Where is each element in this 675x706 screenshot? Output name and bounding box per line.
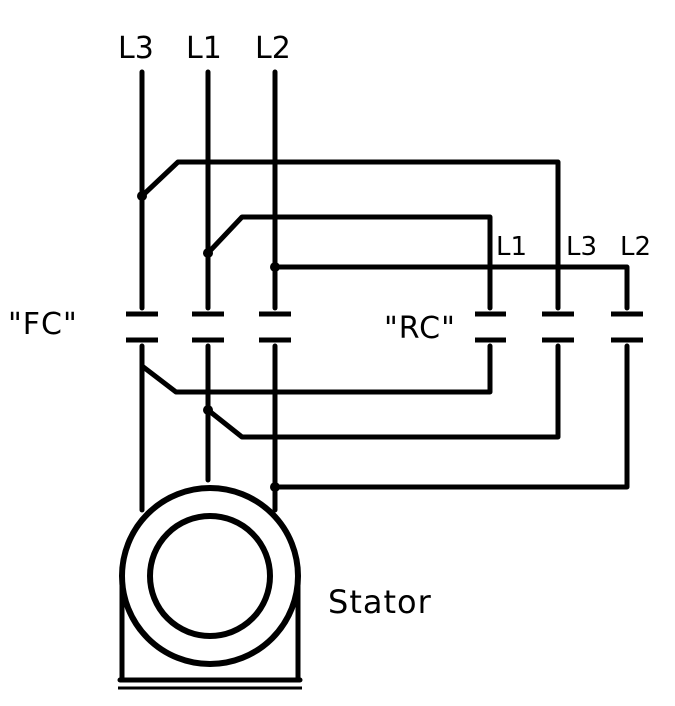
- motor-stator: [117, 485, 303, 690]
- junction-dot: [203, 248, 213, 258]
- label-rc-l2: L2: [620, 232, 652, 262]
- junction-dot: [270, 262, 280, 272]
- wire-l3-to-rc: [139, 159, 561, 311]
- label-rc-l1: L1: [496, 232, 528, 262]
- wire-rc-out-1: [139, 343, 493, 395]
- wire-l2-to-rc: [272, 264, 630, 311]
- fc-contacts: [126, 311, 291, 343]
- rc-contacts: [475, 311, 643, 343]
- label-reverse-contactor: "RC": [384, 311, 456, 346]
- wire-l1-to-rc: [205, 214, 493, 311]
- label-rc-l3: L3: [566, 232, 598, 262]
- wire-rc-out-3: [272, 343, 630, 490]
- label-l2: L2: [255, 31, 291, 66]
- label-l3: L3: [118, 31, 154, 66]
- label-stator: Stator: [328, 583, 432, 621]
- wire-rc-out-2: [205, 343, 561, 440]
- label-forward-contactor: "FC": [8, 307, 78, 342]
- label-l1: L1: [186, 31, 222, 66]
- junction-dot: [137, 191, 147, 201]
